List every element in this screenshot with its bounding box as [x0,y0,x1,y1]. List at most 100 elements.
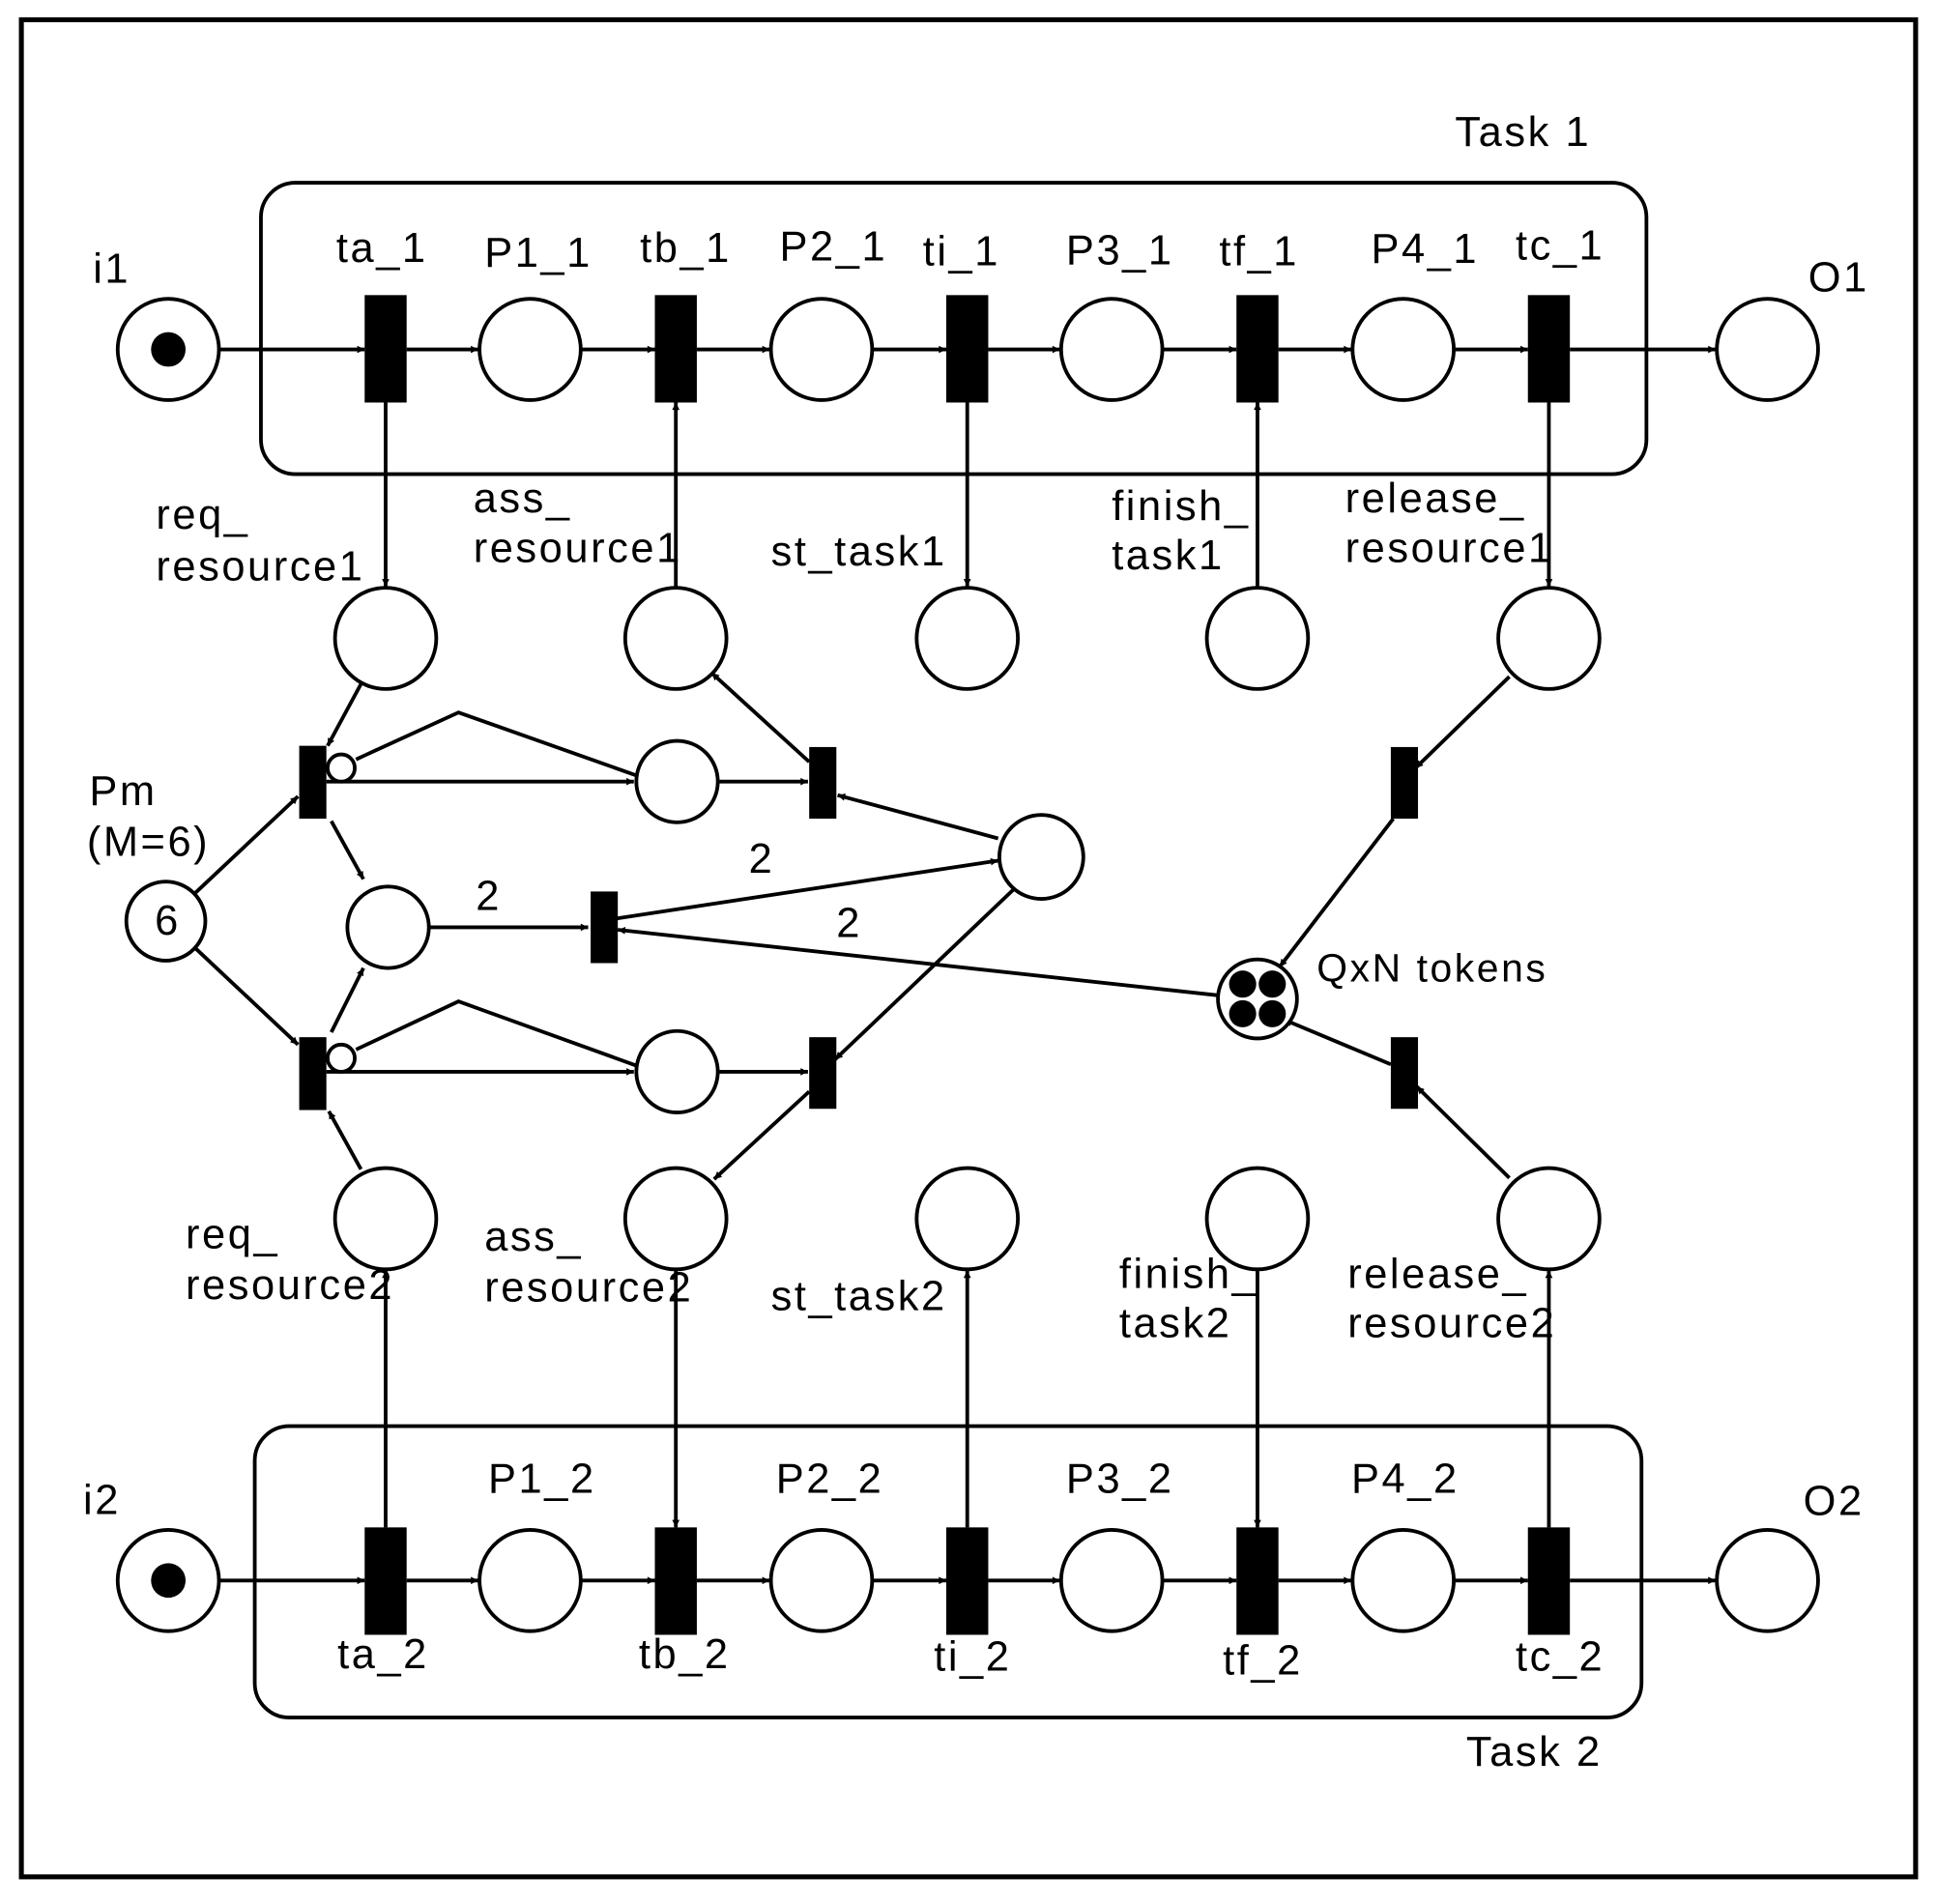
label-ta-2: ta_2 [337,1631,429,1678]
place-o2 [1715,1527,1820,1633]
label-req-2-b: resource2 [186,1262,394,1309]
transition-tb-2 [654,1527,697,1635]
label-req-2-a: req_ [186,1212,279,1258]
transition-allocate-2 [299,1037,327,1111]
arcs [193,345,1716,1585]
label-tb-1: tb_1 [640,225,732,272]
label-p1-2: P1_2 [488,1457,596,1503]
label-release-1-b: resource1 [1345,525,1554,571]
token [1229,970,1257,998]
arc [326,682,363,747]
label-release-2-a: release_ [1347,1251,1528,1297]
token [1258,999,1287,1027]
arc [1284,1018,1392,1067]
transition-tc-1 [1527,295,1571,403]
transition-release-2 [1390,1037,1419,1110]
transition-assign-1 [809,746,837,820]
places [115,297,1820,1633]
inhibitor-arc [355,710,637,778]
label-pm-capacity: (M=6) [87,819,210,865]
label-finish-2-b: task2 [1119,1301,1232,1347]
label-ass-2-b: resource2 [484,1265,693,1312]
transition-release-1 [1390,746,1419,820]
label-p3-2: P3_2 [1066,1457,1174,1503]
label-finish-1-b: task1 [1112,533,1225,579]
inhibitor-circle [326,1042,357,1074]
task1-label: Task 1 [1455,109,1591,156]
place-finish-task1 [1204,586,1311,691]
token [1229,999,1257,1027]
arc [327,1110,363,1170]
transition-tb-1 [654,295,697,403]
arc-weight-left: 2 [476,874,502,920]
label-tf-2: tf_2 [1223,1637,1303,1684]
token [1258,970,1287,998]
place-release-resource2 [1496,1166,1602,1272]
arc [617,927,1217,997]
place-pm [124,880,208,963]
transition-ti-1 [946,295,989,403]
transition-grant [591,891,619,964]
label-req-1-b: resource1 [156,543,364,590]
label-i1: i1 [93,246,130,293]
label-ass-1-b: resource1 [474,525,682,571]
place-allocated-1 [634,738,720,824]
place-o1 [1715,297,1820,402]
label-tc-1: tc_1 [1516,222,1605,269]
label-p3-1: P3_1 [1066,227,1174,274]
place-p2-1 [768,297,875,402]
label-finish-2-a: finish_ [1119,1251,1258,1297]
transition-ta-1 [364,295,407,403]
label-i2: i2 [83,1477,121,1523]
arc [1278,817,1396,968]
arc [833,884,1019,1061]
arc [193,946,300,1047]
label-o1: O1 [1808,255,1869,302]
label-p4-2: P4_2 [1351,1457,1460,1503]
transition-ti-2 [946,1527,989,1635]
label-pm-tokens: 6 [155,898,181,944]
place-allocated-2 [634,1028,720,1114]
figure-frame [18,16,1919,1880]
transitions [299,295,1571,1635]
place-p1-1 [477,297,583,402]
inhibitor-circle [326,752,357,784]
arc [330,820,365,880]
label-release-2-b: resource2 [1347,1301,1556,1347]
arc [709,671,811,764]
label-st-1: st_task1 [771,529,947,575]
arc [712,1089,811,1181]
task1-box [259,181,1649,476]
task2-label: Task 2 [1466,1729,1603,1775]
tokens [151,332,1287,1599]
place-st-task2 [914,1166,1021,1272]
label-p1-1: P1_1 [484,230,593,276]
label-tb-2: tb_2 [639,1631,731,1678]
label-pm: Pm [89,768,157,815]
label-ass-2-a: ass_ [484,1214,583,1260]
token [151,332,187,367]
arc [1415,1084,1511,1180]
label-finish-1-a: finish_ [1112,483,1250,530]
place-finish-task2 [1204,1166,1311,1272]
arc-weight-upper: 2 [749,836,775,882]
transition-tc-2 [1527,1527,1571,1635]
place-release-resource1 [1496,586,1602,691]
label-p2-1: P2_1 [780,224,888,271]
place-resource-pending [997,813,1085,901]
label-tf-1: tf_1 [1219,229,1299,275]
transition-assign-2 [809,1037,837,1110]
label-st-2: st_task2 [771,1273,947,1319]
place-ass-resource2 [622,1166,729,1272]
arc [615,857,998,921]
place-st-task1 [914,586,1021,691]
label-tc-2: tc_2 [1516,1634,1605,1681]
label-pool: QxN tokens [1316,946,1547,991]
arc [330,966,365,1033]
place-req-resource1 [332,586,439,691]
transition-allocate-1 [299,745,327,820]
place-p2-2 [768,1527,875,1633]
arc [837,793,999,841]
place-req-resource2 [332,1166,439,1272]
label-req-1-a: req_ [156,492,249,538]
